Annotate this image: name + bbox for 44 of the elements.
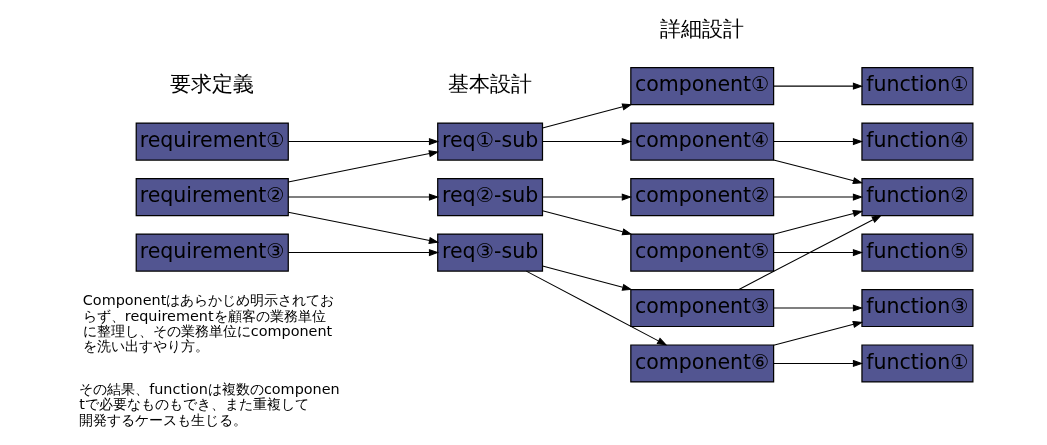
arrow bbox=[772, 359, 863, 368]
node-box: function① bbox=[860, 344, 973, 383]
arrow bbox=[525, 270, 667, 346]
arrow bbox=[541, 138, 632, 146]
arrow bbox=[772, 159, 863, 185]
arrow bbox=[287, 138, 439, 146]
arrow bbox=[287, 248, 439, 257]
arrow bbox=[541, 265, 632, 291]
node-box: component④ bbox=[629, 122, 774, 161]
label: 詳細設計 bbox=[659, 16, 744, 41]
node-box: req①-sub bbox=[436, 122, 543, 161]
node-box: function⑤ bbox=[860, 233, 973, 272]
node-box: component⑤ bbox=[629, 233, 774, 272]
node-box: function① bbox=[860, 67, 973, 106]
node-box: component③ bbox=[629, 288, 774, 328]
arrow bbox=[287, 150, 439, 183]
arrow bbox=[772, 138, 863, 146]
arrow bbox=[541, 193, 632, 201]
arrow bbox=[541, 210, 632, 236]
arrow bbox=[772, 82, 863, 90]
node-box: requirement① bbox=[135, 122, 289, 161]
arrow bbox=[772, 304, 863, 312]
label: 要求定義 bbox=[169, 72, 254, 97]
node-box: requirement③ bbox=[135, 233, 289, 272]
arrow bbox=[772, 193, 863, 201]
node-box: function④ bbox=[860, 122, 973, 161]
label: 基本設計 bbox=[447, 72, 532, 97]
arrow bbox=[737, 215, 882, 290]
label: その結果、functionは複数のcomponentで必要なものもでき、また重複して開発するケースも生じる。 bbox=[78, 380, 340, 428]
node-box: component① bbox=[629, 67, 774, 106]
label: Componentはあらかじめ明示されておらず、requirementを顧客の業務単位に整理し、その業務単位にcomponentを洗い出すやり方。 bbox=[82, 292, 334, 355]
arrow bbox=[772, 248, 863, 257]
node-box: req②-sub bbox=[436, 177, 543, 217]
arrow bbox=[541, 103, 632, 129]
arrow bbox=[287, 211, 439, 244]
node-box: requirement② bbox=[135, 177, 289, 217]
node-box: function② bbox=[860, 177, 973, 217]
node-box: component⑥ bbox=[629, 344, 774, 383]
arrow bbox=[287, 193, 439, 201]
arrow bbox=[772, 320, 863, 346]
node-box: function③ bbox=[860, 288, 973, 328]
node-box: req③-sub bbox=[436, 233, 543, 272]
node-box: component② bbox=[629, 177, 774, 217]
arrow bbox=[772, 210, 863, 235]
